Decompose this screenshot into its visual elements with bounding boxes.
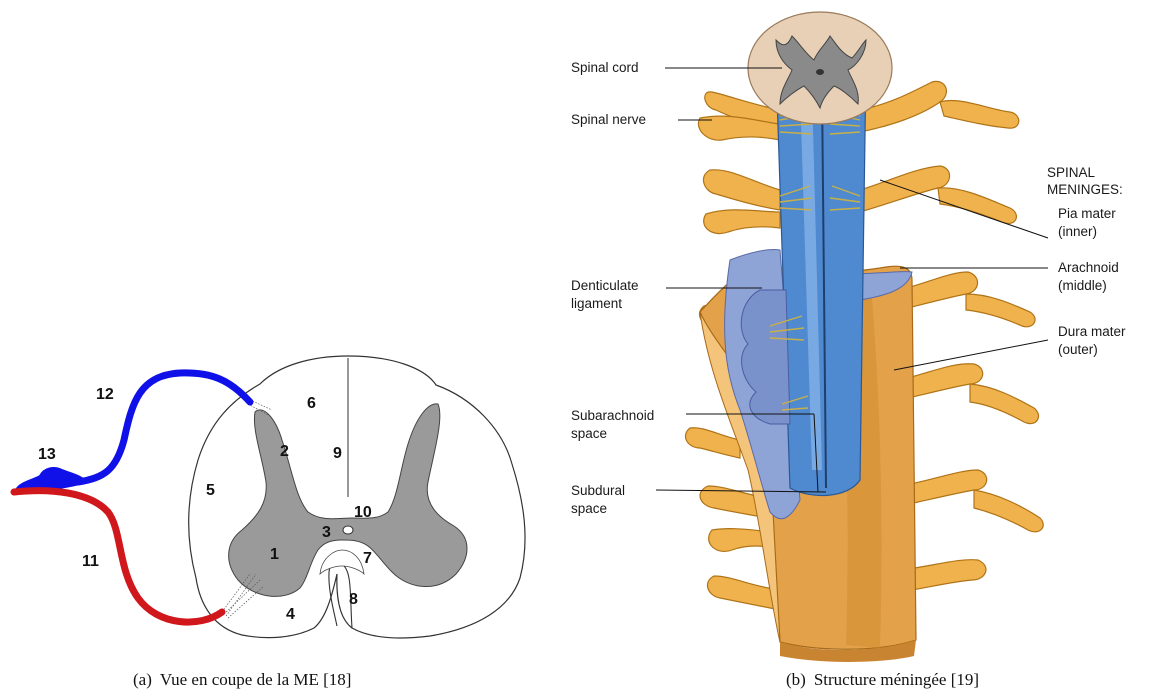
label-2: 2 [280,443,289,460]
label-subarachnoid-1: Subarachnoid [571,408,654,423]
label-7: 7 [363,550,372,567]
label-spinal-nerve: Spinal nerve [571,112,646,127]
panel-a-cross-section: 1 2 3 4 5 6 7 8 9 10 11 12 13 [14,356,525,638]
label-arachnoid-1: Arachnoid [1058,260,1119,275]
caption-b-number: (b) [786,670,806,689]
label-6: 6 [307,395,316,412]
label-dura-1: Dura mater [1058,324,1126,339]
cord-central-canal [816,69,824,75]
label-dura-2: (outer) [1058,342,1098,357]
label-13: 13 [38,446,56,463]
caption-b: (b) Structure méningée [19] [786,670,979,690]
label-12: 12 [96,386,114,403]
panel-b-meninges: Spinal cord Spinal nerve SPINAL MENINGES… [562,8,1150,662]
label-5: 5 [206,482,215,499]
caption-a-number: (a) [133,670,152,689]
label-1: 1 [270,546,279,563]
label-arachnoid-2: (middle) [1058,278,1107,293]
label-subdural-2: space [571,501,607,516]
caption-a: (a) Vue en coupe de la ME [18] [133,670,351,690]
label-4: 4 [286,606,295,623]
label-meninges-1: SPINAL [1047,165,1096,180]
label-pia-2: (inner) [1058,224,1097,239]
label-denticulate-2: ligament [571,296,622,311]
caption-a-text: Vue en coupe de la ME [18] [160,670,352,689]
caption-b-text: Structure méningée [19] [814,670,979,689]
label-subdural-1: Subdural [571,483,625,498]
pia-mater [776,66,866,496]
label-9: 9 [333,445,342,462]
label-8: 8 [349,591,358,608]
label-3: 3 [322,524,331,541]
label-spinal-cord: Spinal cord [571,60,639,75]
central-canal [343,526,353,534]
label-pia-1: Pia mater [1058,206,1116,221]
label-denticulate-1: Denticulate [571,278,639,293]
label-11: 11 [82,553,99,570]
label-subarachnoid-2: space [571,426,607,441]
label-meninges-2: MENINGES: [1047,182,1123,197]
label-10: 10 [354,504,372,521]
